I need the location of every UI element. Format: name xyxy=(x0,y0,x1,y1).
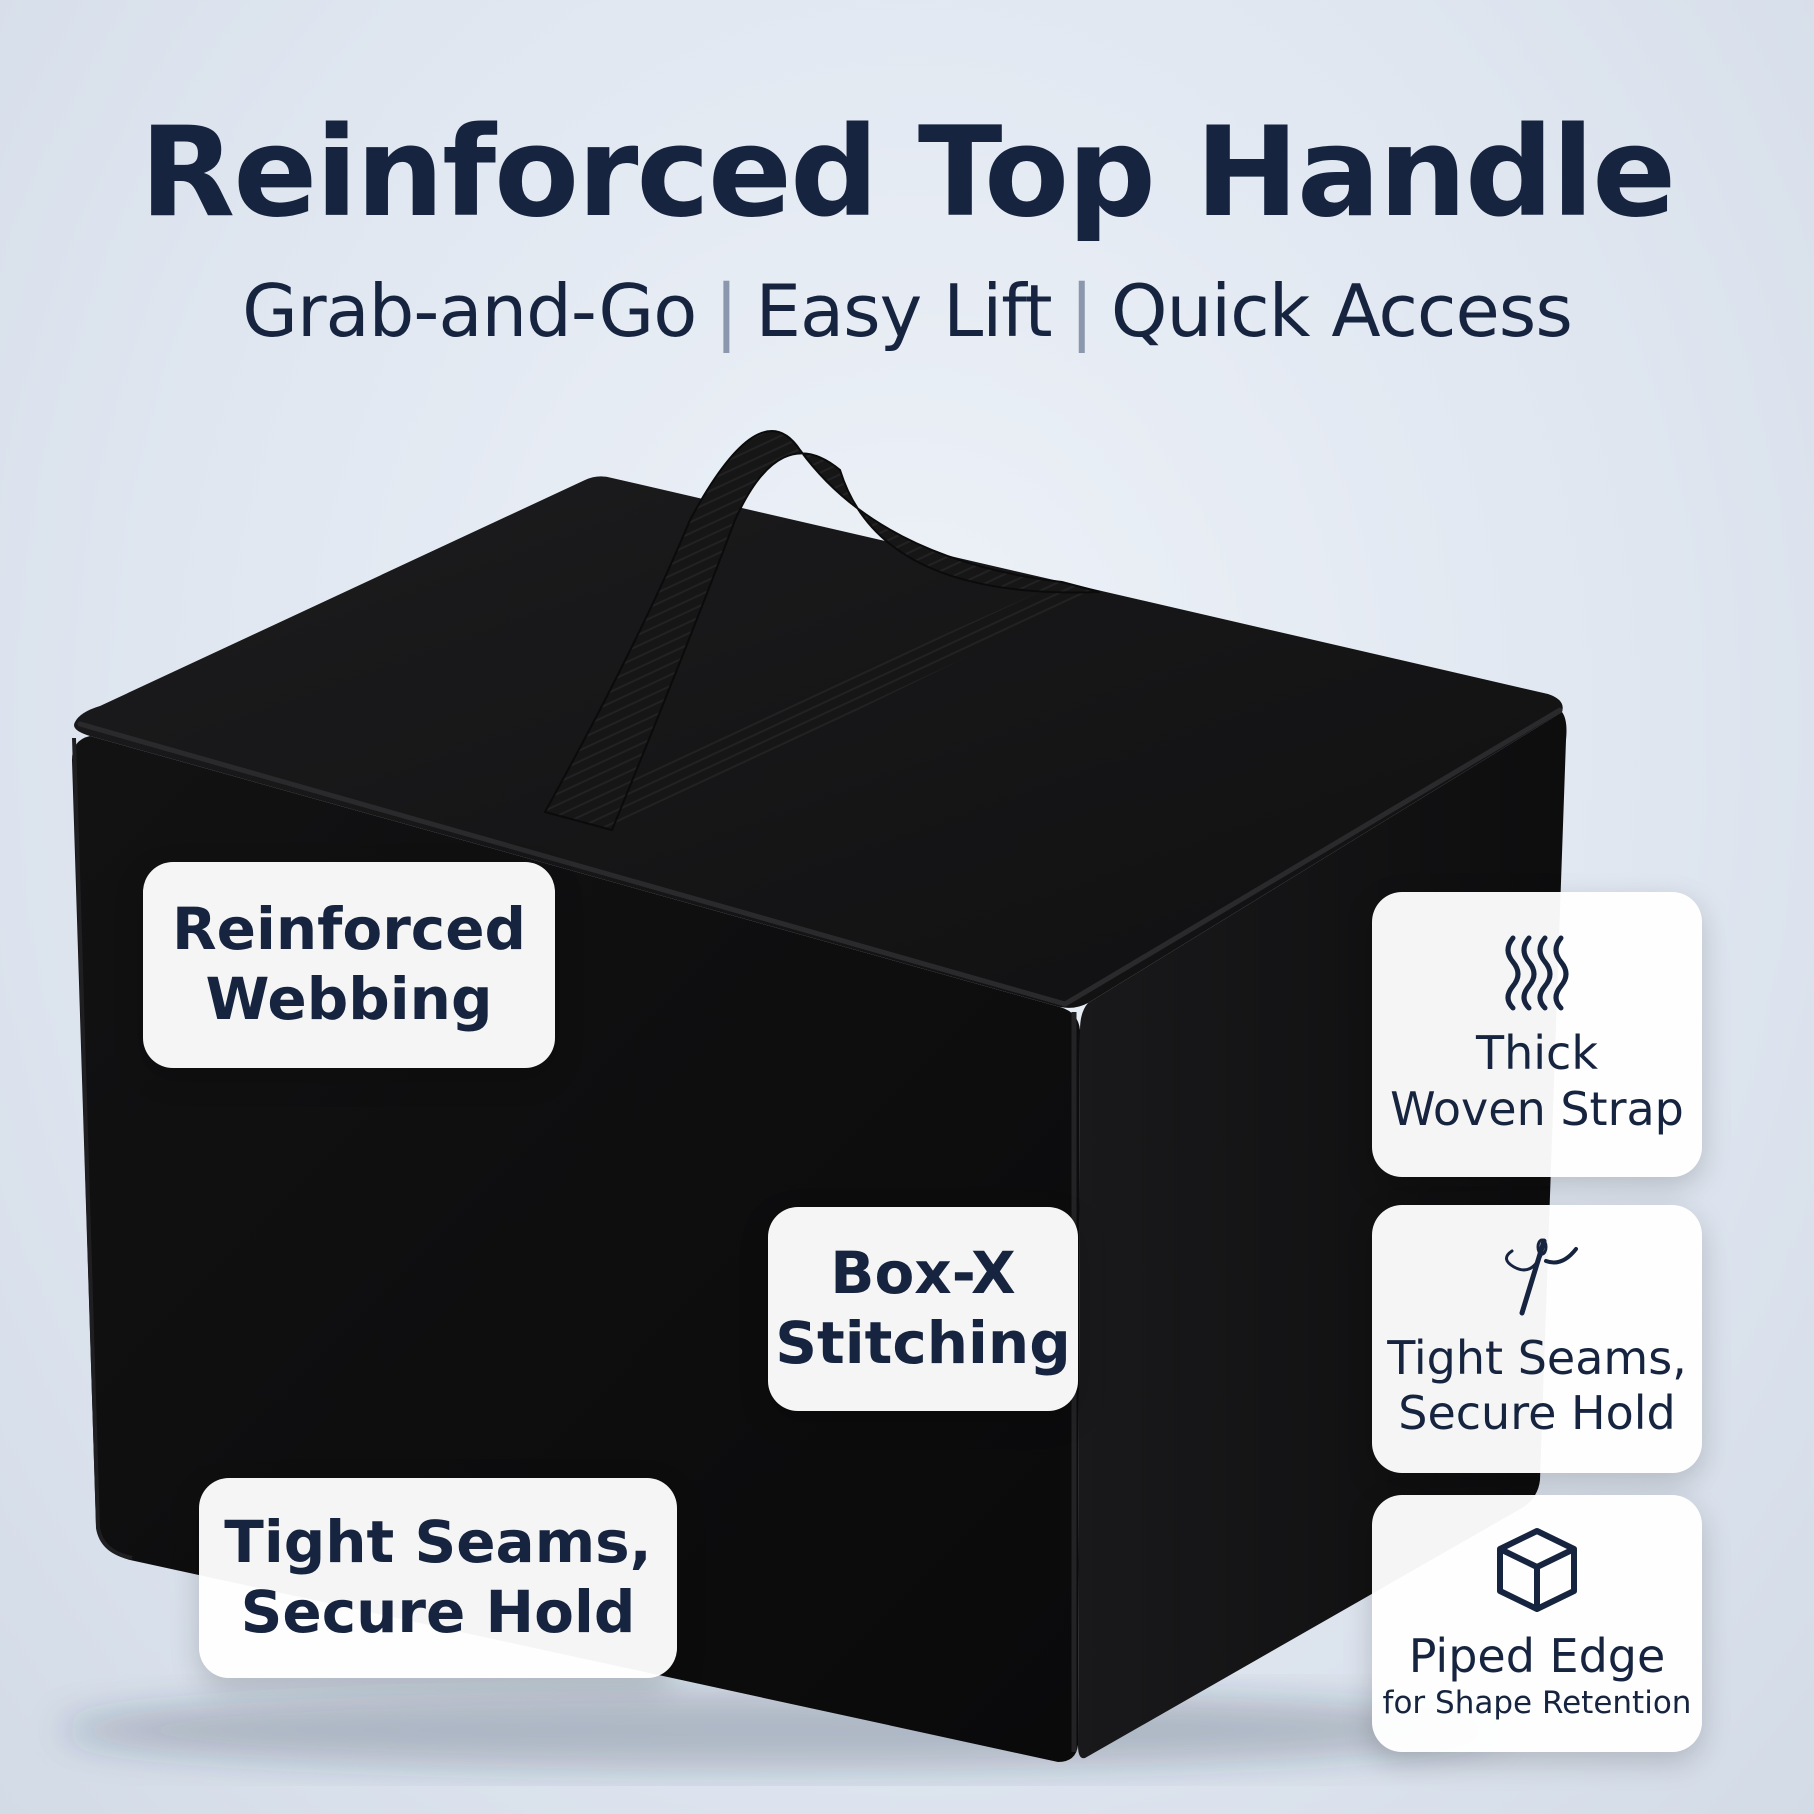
callout-tight-seams: Tight Seams, Secure Hold xyxy=(199,1478,677,1678)
tagline-item-grab-and-go: Grab-and-Go xyxy=(242,269,697,353)
feature-tagline: Grab-and-Go|Easy Lift|Quick Access xyxy=(0,269,1814,353)
callout-line: Stitching xyxy=(775,1309,1071,1377)
feature-card-thick-woven-strap: Thick Woven Strap xyxy=(1372,892,1702,1177)
bag-top-face xyxy=(74,476,1563,1008)
callout-line: Tight Seams, xyxy=(224,1508,652,1577)
callout-reinforced-webbing: Reinforced Webbing xyxy=(143,862,555,1068)
heat-waves-icon xyxy=(1505,935,1569,1011)
tagline-item-quick-access: Quick Access xyxy=(1110,269,1573,353)
piping-edge xyxy=(77,707,1563,1007)
page-title: Reinforced Top Handle xyxy=(139,101,1677,245)
cube-icon xyxy=(1497,1528,1577,1613)
feature-line: Secure Hold xyxy=(1398,1386,1676,1440)
handle-loop xyxy=(543,430,1101,832)
tagline-separator: | xyxy=(714,269,738,353)
feature-line: Piped Edge xyxy=(1408,1629,1666,1684)
callout-box-x-stitching: Box-X Stitching xyxy=(768,1207,1078,1411)
callout-line: Webbing xyxy=(205,965,493,1033)
feature-line: Woven Strap xyxy=(1390,1081,1684,1136)
callout-line: Reinforced xyxy=(171,895,527,964)
webbing-strap xyxy=(545,582,1100,830)
tagline-item-easy-lift: Easy Lift xyxy=(755,269,1053,353)
tagline-separator: | xyxy=(1069,269,1094,353)
ground-shadow xyxy=(60,1690,1500,1770)
feature-card-piped-edge: Piped Edge for Shape Retention xyxy=(1372,1495,1702,1752)
piping-edge xyxy=(72,737,133,1560)
feature-line: Tight Seams, xyxy=(1387,1330,1687,1385)
feature-line-small: for Shape Retention xyxy=(1382,1684,1692,1721)
callout-line: Box-X xyxy=(830,1239,1016,1308)
feature-line: Thick xyxy=(1476,1026,1598,1081)
feature-card-tight-seams: Tight Seams, Secure Hold xyxy=(1372,1205,1702,1473)
callout-line: Secure Hold xyxy=(240,1578,636,1646)
needle-thread-icon xyxy=(1505,1238,1578,1316)
